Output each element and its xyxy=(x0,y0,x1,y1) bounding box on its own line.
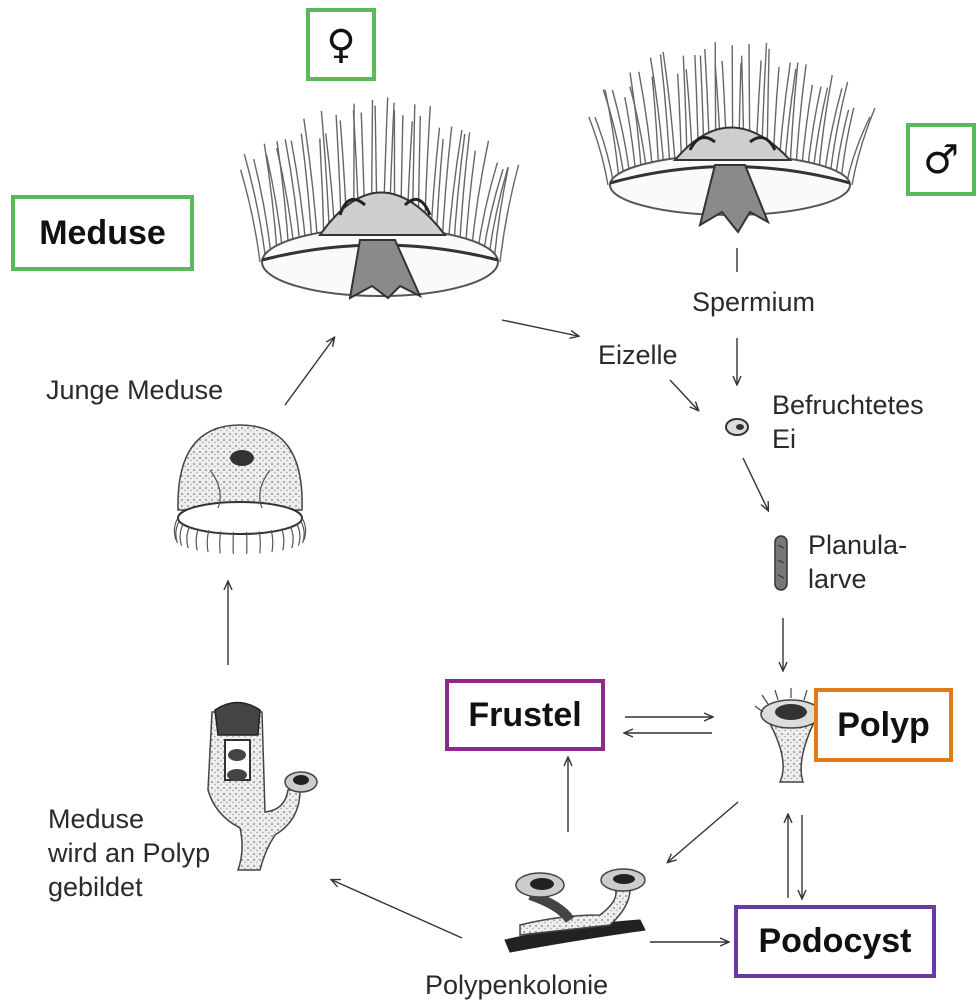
befruchtetes-ei-label: Befruchtetes Ei xyxy=(772,388,924,456)
female-medusa-drawing xyxy=(241,97,519,298)
young-medusa-tentacle xyxy=(187,526,190,548)
female-symbol-icon: ♀ xyxy=(326,22,355,68)
meduse-label: Meduse xyxy=(39,214,166,253)
young-medusa-tentacle xyxy=(180,524,183,546)
tentacle-stroke xyxy=(852,108,875,185)
meduse-label-box: Meduse xyxy=(11,195,194,271)
podocyst-label-box: Podocyst xyxy=(734,905,936,978)
eizelle-label: Eizelle xyxy=(598,338,678,372)
arrow-colony-to-budding-polyp xyxy=(332,880,462,938)
frustel-label: Frustel xyxy=(468,696,581,735)
male-medusa-drawing xyxy=(589,42,875,232)
spermium-label: Spermium xyxy=(692,285,815,319)
young-medusa-drawing xyxy=(174,425,305,554)
junge-meduse-label: Junge Meduse xyxy=(46,373,223,407)
polyp-label: Polyp xyxy=(837,706,930,745)
tentacle-stroke xyxy=(500,165,519,262)
young-medusa-tentacle xyxy=(290,526,293,548)
young-medusa-tentacle xyxy=(176,521,180,543)
arrow-eizelle-to-ei xyxy=(670,380,698,410)
planula-larva-drawing xyxy=(775,536,787,590)
young-medusa-tentacle xyxy=(297,524,300,546)
meduse-an-polyp-label: Meduse wird an Polyp gebildet xyxy=(48,802,210,904)
young-medusa-tentacle xyxy=(220,531,221,553)
frustel-label-box: Frustel xyxy=(445,679,605,751)
tentacle-stroke xyxy=(841,108,854,184)
polypenkolonie-label: Polypenkolonie xyxy=(425,968,608,1002)
polyp-label-box: Polyp xyxy=(814,688,953,762)
budding-medusa-polyp-drawing xyxy=(208,703,317,871)
young-medusa-tentacle xyxy=(282,528,284,550)
tentacle-stroke xyxy=(244,154,266,261)
male-symbol-box: ♂ xyxy=(906,123,976,196)
young-medusa-tentacle xyxy=(196,528,198,550)
podocyst-label: Podocyst xyxy=(758,922,911,961)
planula-larve-label: Planula- larve xyxy=(808,528,907,596)
tentacle-stroke xyxy=(595,117,614,184)
male-symbol-icon: ♂ xyxy=(923,137,959,183)
arrow-polyp-to-colony xyxy=(668,802,738,862)
young-medusa-tentacle xyxy=(271,530,273,552)
tentacle-stroke xyxy=(241,170,260,262)
fertilized-egg-drawing xyxy=(726,419,748,435)
young-medusa-tentacle xyxy=(207,530,209,552)
female-symbol-box: ♀ xyxy=(306,8,376,81)
arrow-young-to-meduse xyxy=(285,338,334,405)
arrow-meduse-to-eizelle xyxy=(502,320,578,336)
young-medusa-tentacle xyxy=(259,531,260,553)
cycle-arrows xyxy=(228,248,802,942)
arrow-ei-to-planula xyxy=(743,458,768,510)
polyp-colony-drawing xyxy=(505,869,645,952)
